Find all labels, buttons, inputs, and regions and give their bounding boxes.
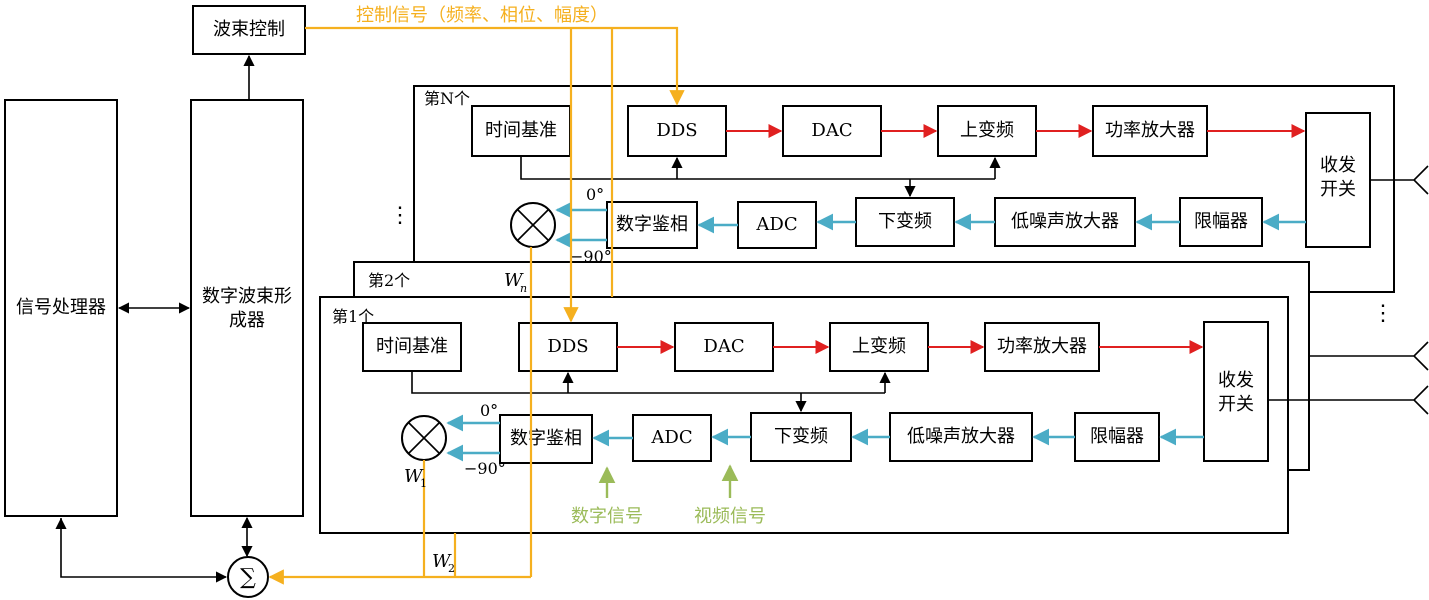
video-signal-label: 视频信号 [694, 506, 766, 527]
phase0-label-n: 0° [586, 185, 604, 204]
switch-label1-n: 收发 [1320, 155, 1356, 176]
signal-processor-box [4, 99, 118, 517]
channel-2-label: 第2个 [368, 271, 410, 290]
ellipsis-left: ⋮ [389, 203, 411, 228]
beamformer-box [190, 99, 304, 517]
upconv-box-n [937, 105, 1037, 157]
time-ref-label-1: 时间基准 [376, 336, 448, 357]
phase-det-label-n: 数字鉴相 [616, 214, 688, 235]
downconv-label-1: 下变频 [774, 426, 828, 447]
phase-det-box-1 [499, 414, 593, 464]
weight-wn: W [504, 270, 524, 291]
control-to-dds-n [305, 26, 685, 106]
limiter-box-1 [1074, 412, 1160, 462]
downconv-label-n: 下变频 [878, 211, 932, 232]
phase90-label-1: −90° [464, 459, 506, 478]
antenna-n [1370, 165, 1429, 195]
sp-sum-line [60, 518, 228, 583]
dds-label-n: DDS [656, 120, 697, 141]
lna-label-1: 低噪声放大器 [907, 426, 1015, 447]
timebus-1 [411, 371, 885, 394]
dds-box-n [627, 105, 727, 157]
control-signal-label: 控制信号（频率、相位、幅度） [356, 5, 608, 26]
pa-label-1: 功率放大器 [997, 336, 1087, 357]
digital-signal-label: 数字信号 [571, 506, 643, 527]
adc-label-1: ADC [650, 427, 692, 448]
phase-det-box-n [606, 201, 698, 249]
summation-node [227, 556, 269, 598]
channel-n-panel: 第N个 时间基准 DDS DAC 上变频 功率放大器 收发 开关 数字鉴相 AD… [413, 85, 1429, 293]
channel-1-panel: 第1个 时间基准 DDS DAC 上变频 功率放大器 收发 开关 数字鉴相 AD… [319, 296, 1429, 534]
weight-w2: W [432, 551, 452, 572]
switch-label1-1: 收发 [1218, 370, 1254, 391]
weight-wn-sub: n [520, 282, 527, 295]
weight-w1-sub: 1 [420, 477, 427, 490]
time-ref-box-1 [362, 322, 462, 372]
antenna-2 [1309, 341, 1429, 371]
multiplier-1-cross [408, 422, 440, 454]
channel-n-frame [413, 85, 1395, 293]
limiter-box-n [1179, 197, 1263, 247]
phase0-label-1: 0° [480, 401, 498, 420]
downconv-box-n [855, 197, 955, 247]
time-ref-label-n: 时间基准 [485, 120, 557, 141]
limiter-label-n: 限幅器 [1194, 211, 1248, 232]
dac-box-1 [674, 322, 774, 372]
downconv-box-1 [750, 412, 852, 462]
channel-1-label: 第1个 [332, 307, 374, 326]
beam-control-label: 波束控制 [213, 19, 285, 40]
lna-label-n: 低噪声放大器 [1011, 211, 1119, 232]
switch-label2-n: 开关 [1320, 179, 1356, 200]
timebus-n [520, 156, 995, 180]
pa-label-n: 功率放大器 [1105, 120, 1195, 141]
switch-label2-1: 开关 [1218, 394, 1254, 415]
dds-box-1 [518, 322, 618, 372]
ellipsis-right: ⋮ [1372, 301, 1394, 326]
beamformer-label-1: 数字波束形 [202, 286, 292, 307]
limiter-label-1: 限幅器 [1090, 426, 1144, 447]
adc-box-n [737, 201, 817, 249]
switch-box-n [1305, 112, 1371, 248]
summation-symbol: ∑ [240, 565, 256, 590]
channel-n-label: 第N个 [424, 89, 470, 108]
adc-label-n: ADC [755, 214, 797, 235]
switch-box-1 [1203, 321, 1269, 462]
weight-w1: W [404, 466, 424, 487]
antenna-1 [1268, 385, 1429, 415]
beam-control-box [192, 5, 306, 55]
upconv-label-n: 上变频 [960, 120, 1014, 141]
phase-det-label-1: 数字鉴相 [510, 428, 582, 449]
dac-label-n: DAC [811, 120, 852, 141]
weight-w2-sub: 2 [448, 562, 455, 575]
signal-processor-label: 信号处理器 [16, 297, 106, 318]
dds-label-1: DDS [547, 336, 588, 357]
beamformer-label-2: 成器 [229, 310, 265, 331]
lna-box-1 [889, 412, 1033, 462]
upconv-label-1: 上变频 [852, 336, 906, 357]
dac-label-1: DAC [703, 336, 744, 357]
multiplier-n-cross [517, 209, 549, 241]
